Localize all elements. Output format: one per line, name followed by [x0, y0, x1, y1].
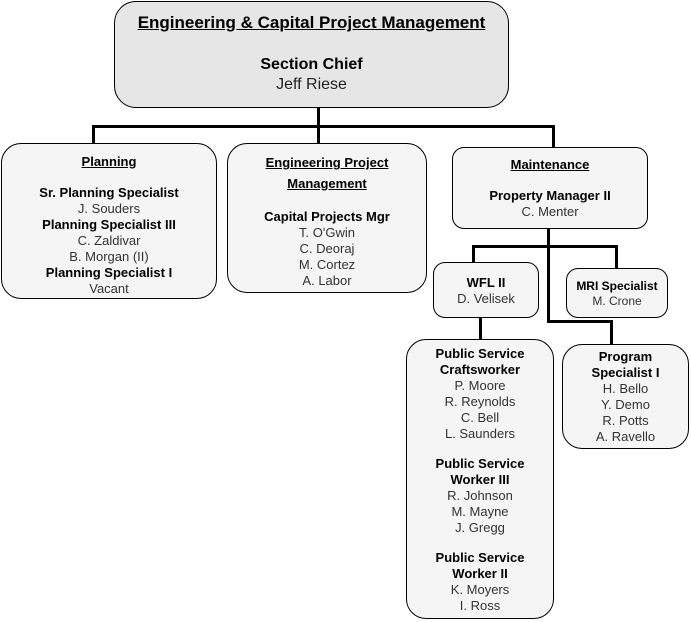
psw-name: R. Johnson	[447, 488, 513, 503]
epm-name: C. Deoraj	[299, 241, 355, 256]
psw-title: Worker III	[450, 472, 510, 487]
maintenance-title: Property Manager II	[489, 188, 611, 203]
program-name: A. Ravello	[595, 429, 656, 444]
connector-wfl-to-psw	[479, 317, 482, 340]
maintenance-box: Maintenance Property Manager II C. Mente…	[452, 147, 648, 229]
psw-name: R. Reynolds	[444, 394, 516, 409]
wfl-title: WFL II	[466, 275, 506, 290]
psw-name: M. Mayne	[451, 504, 509, 519]
psw-title: Craftsworker	[439, 362, 521, 377]
planning-title: Planning Specialist III	[42, 217, 176, 232]
planning-name: J. Souders	[77, 201, 141, 216]
root-name: Jeff Riese	[276, 76, 347, 93]
program-title: Specialist I	[591, 365, 660, 380]
connector-to-wfl	[472, 245, 475, 263]
public-service-box: Public Service Craftsworker P. Moore R. …	[406, 339, 554, 619]
psw-name: I. Ross	[459, 598, 501, 613]
program-name: R. Potts	[602, 413, 649, 428]
planning-name: C. Zaldivar	[77, 233, 141, 248]
epm-name: M. Cortez	[298, 257, 356, 272]
psw-title: Public Service	[435, 550, 525, 565]
wfl-box: WFL II D. Velisek	[433, 262, 539, 318]
section-chief-box: Engineering & Capital Project Management…	[114, 1, 509, 108]
planning-name: B. Morgan (II)	[69, 249, 149, 264]
program-title: Program	[598, 349, 653, 364]
epm-title: Capital Projects Mgr	[264, 209, 390, 224]
psw-title: Worker II	[452, 566, 508, 581]
connector-to-program-horizontal	[547, 320, 613, 323]
maintenance-name: C. Menter	[521, 204, 579, 219]
epm-header-line2: Management	[287, 176, 367, 191]
connector-level2-horizontal	[472, 245, 618, 248]
planning-title: Planning Specialist I	[45, 265, 173, 280]
connector-level1-horizontal	[92, 125, 555, 128]
maintenance-header: Maintenance	[510, 157, 590, 172]
program-name: Y. Demo	[601, 397, 650, 412]
psw-name: L. Saunders	[444, 426, 516, 441]
planning-box: Planning Sr. Planning Specialist J. Soud…	[1, 143, 217, 299]
program-name: H. Bello	[602, 381, 649, 396]
epm-name: T. O'Gwin	[299, 225, 355, 240]
psw-name: K. Moyers	[450, 582, 510, 597]
program-specialist-box: Program Specialist I H. Bello Y. Demo R.…	[562, 344, 689, 449]
wfl-name: D. Velisek	[457, 291, 515, 306]
root-header: Engineering & Capital Project Management	[137, 13, 486, 32]
connector-to-mri	[615, 245, 618, 269]
epm-name: A. Labor	[302, 273, 352, 288]
epm-header-line1: Engineering Project	[265, 155, 389, 170]
psw-title: Public Service	[435, 346, 525, 361]
planning-header: Planning	[81, 154, 137, 169]
mri-name: M. Crone	[592, 294, 642, 308]
connector-to-epm	[317, 125, 320, 144]
psw-name: J. Gregg	[455, 520, 505, 535]
planning-title: Sr. Planning Specialist	[39, 185, 179, 200]
root-title: Section Chief	[260, 56, 363, 73]
engineering-project-management-box: Engineering Project Management Capital P…	[227, 143, 427, 293]
planning-name: Vacant	[89, 281, 129, 296]
psw-name: C. Bell	[460, 410, 500, 425]
psw-title: Public Service	[435, 456, 525, 471]
mri-specialist-box: MRI Specialist M. Crone	[566, 268, 668, 318]
connector-root-down	[317, 108, 320, 127]
mri-title: MRI Specialist	[576, 279, 658, 293]
connector-to-planning	[92, 125, 95, 144]
psw-name: P. Moore	[454, 378, 506, 393]
connector-maintenance-down	[547, 228, 550, 322]
connector-to-maintenance	[552, 125, 555, 148]
connector-to-program	[610, 320, 613, 345]
